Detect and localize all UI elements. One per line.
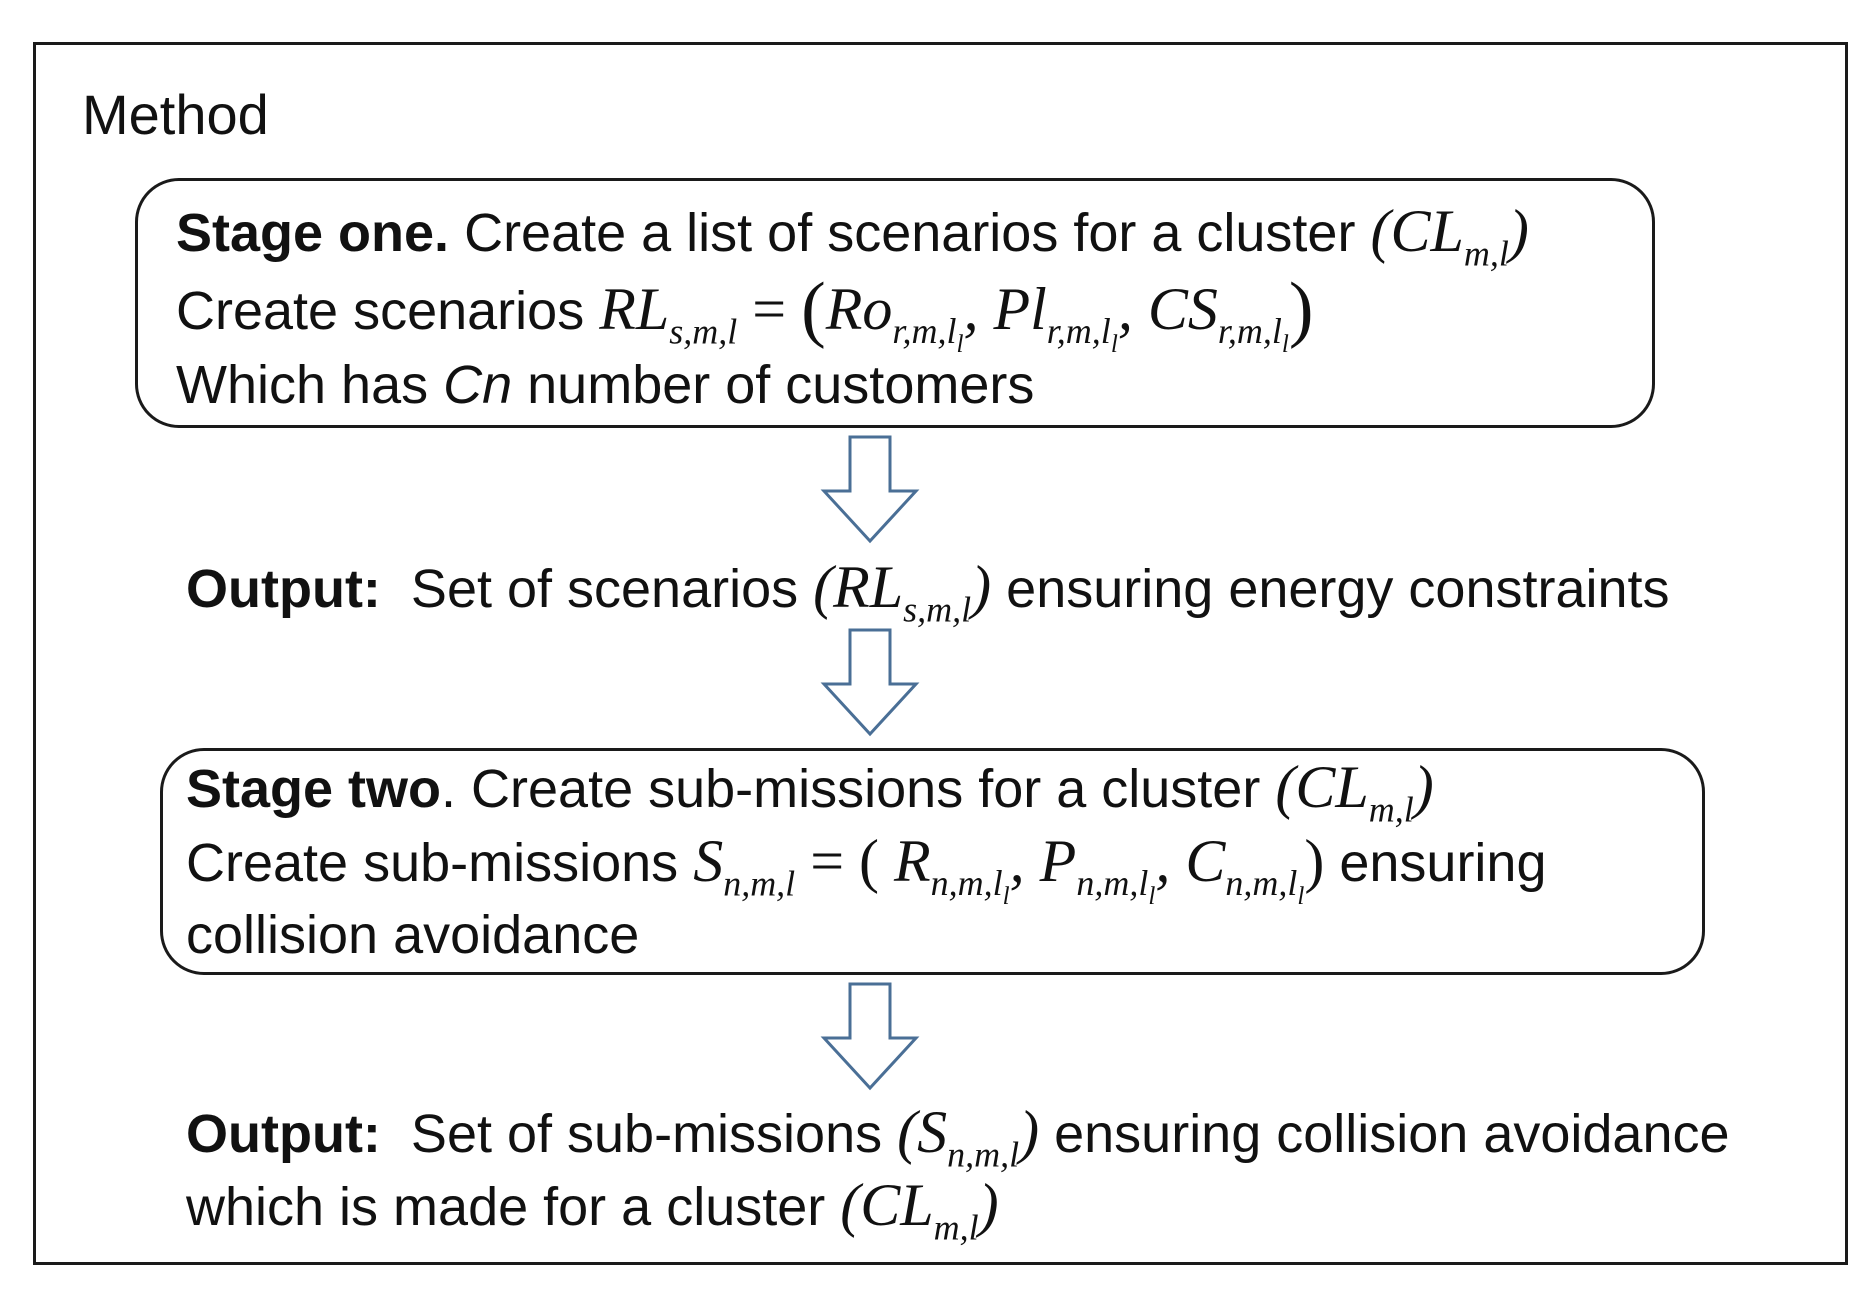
output-one-label: Output: xyxy=(186,559,381,619)
output-two-math: (Sn,m,l) xyxy=(897,1099,1040,1175)
scenario-equation: RLs,m,l = (Ror,m,ll, Plr,m,ll, CSr,m,ll) xyxy=(599,268,1314,359)
method-title: Method xyxy=(82,83,269,146)
method-frame xyxy=(33,42,1848,1265)
stage-two-line-3: collision avoidance xyxy=(186,905,640,965)
output-two-line-1: Output: Set of sub-missions (Sn,m,l) ens… xyxy=(186,1099,1730,1175)
create-submissions-label: Create sub-missions xyxy=(186,833,679,893)
stage-two-cluster-math: (CLm,l) xyxy=(1275,754,1434,830)
stage-one-cluster-math: (CLm,l) xyxy=(1370,198,1529,274)
output-two-line-2: which is made for a cluster (CLm,l) xyxy=(186,1172,999,1248)
down-arrow-icon xyxy=(820,982,920,1091)
stage-two-box xyxy=(160,748,1705,975)
output-one: Output: Set of scenarios (RLs,m,l) ensur… xyxy=(186,554,1670,630)
stage-one-line-3: Which has Cn number of customers xyxy=(176,355,1035,415)
stage-two-description: . Create sub-missions for a cluster xyxy=(441,759,1261,819)
down-arrow-icon xyxy=(820,628,920,737)
down-arrow-icon xyxy=(820,435,920,544)
stage-one-line-2: Create scenarios RLs,m,l = (Ror,m,ll, Pl… xyxy=(176,268,1314,359)
customer-count-variable: Cn xyxy=(443,355,513,415)
stage-one-heading: Stage one. xyxy=(176,203,450,263)
create-scenarios-label: Create scenarios xyxy=(176,281,585,341)
stage-two-line-1: Stage two. Create sub-missions for a clu… xyxy=(186,752,1434,830)
stage-one-description: Create a list of scenarios for a cluster xyxy=(449,203,1356,263)
submission-equation: Sn,m,l = ( Rn,m,ll, Pn,m,ll, Cn,m,ll) xyxy=(693,828,1325,911)
stage-two-heading: Stage two xyxy=(186,759,442,819)
stage-two-line-2: Create sub-missions Sn,m,l = ( Rn,m,ll, … xyxy=(186,828,1547,911)
stage-one-line-1: Stage one. Create a list of scenarios fo… xyxy=(176,196,1529,274)
output-two-label: Output: xyxy=(186,1104,381,1164)
output-two-cluster-math: (CLm,l) xyxy=(840,1172,999,1248)
stage-one-box xyxy=(135,178,1655,428)
output-one-math: (RLs,m,l) xyxy=(813,554,992,630)
